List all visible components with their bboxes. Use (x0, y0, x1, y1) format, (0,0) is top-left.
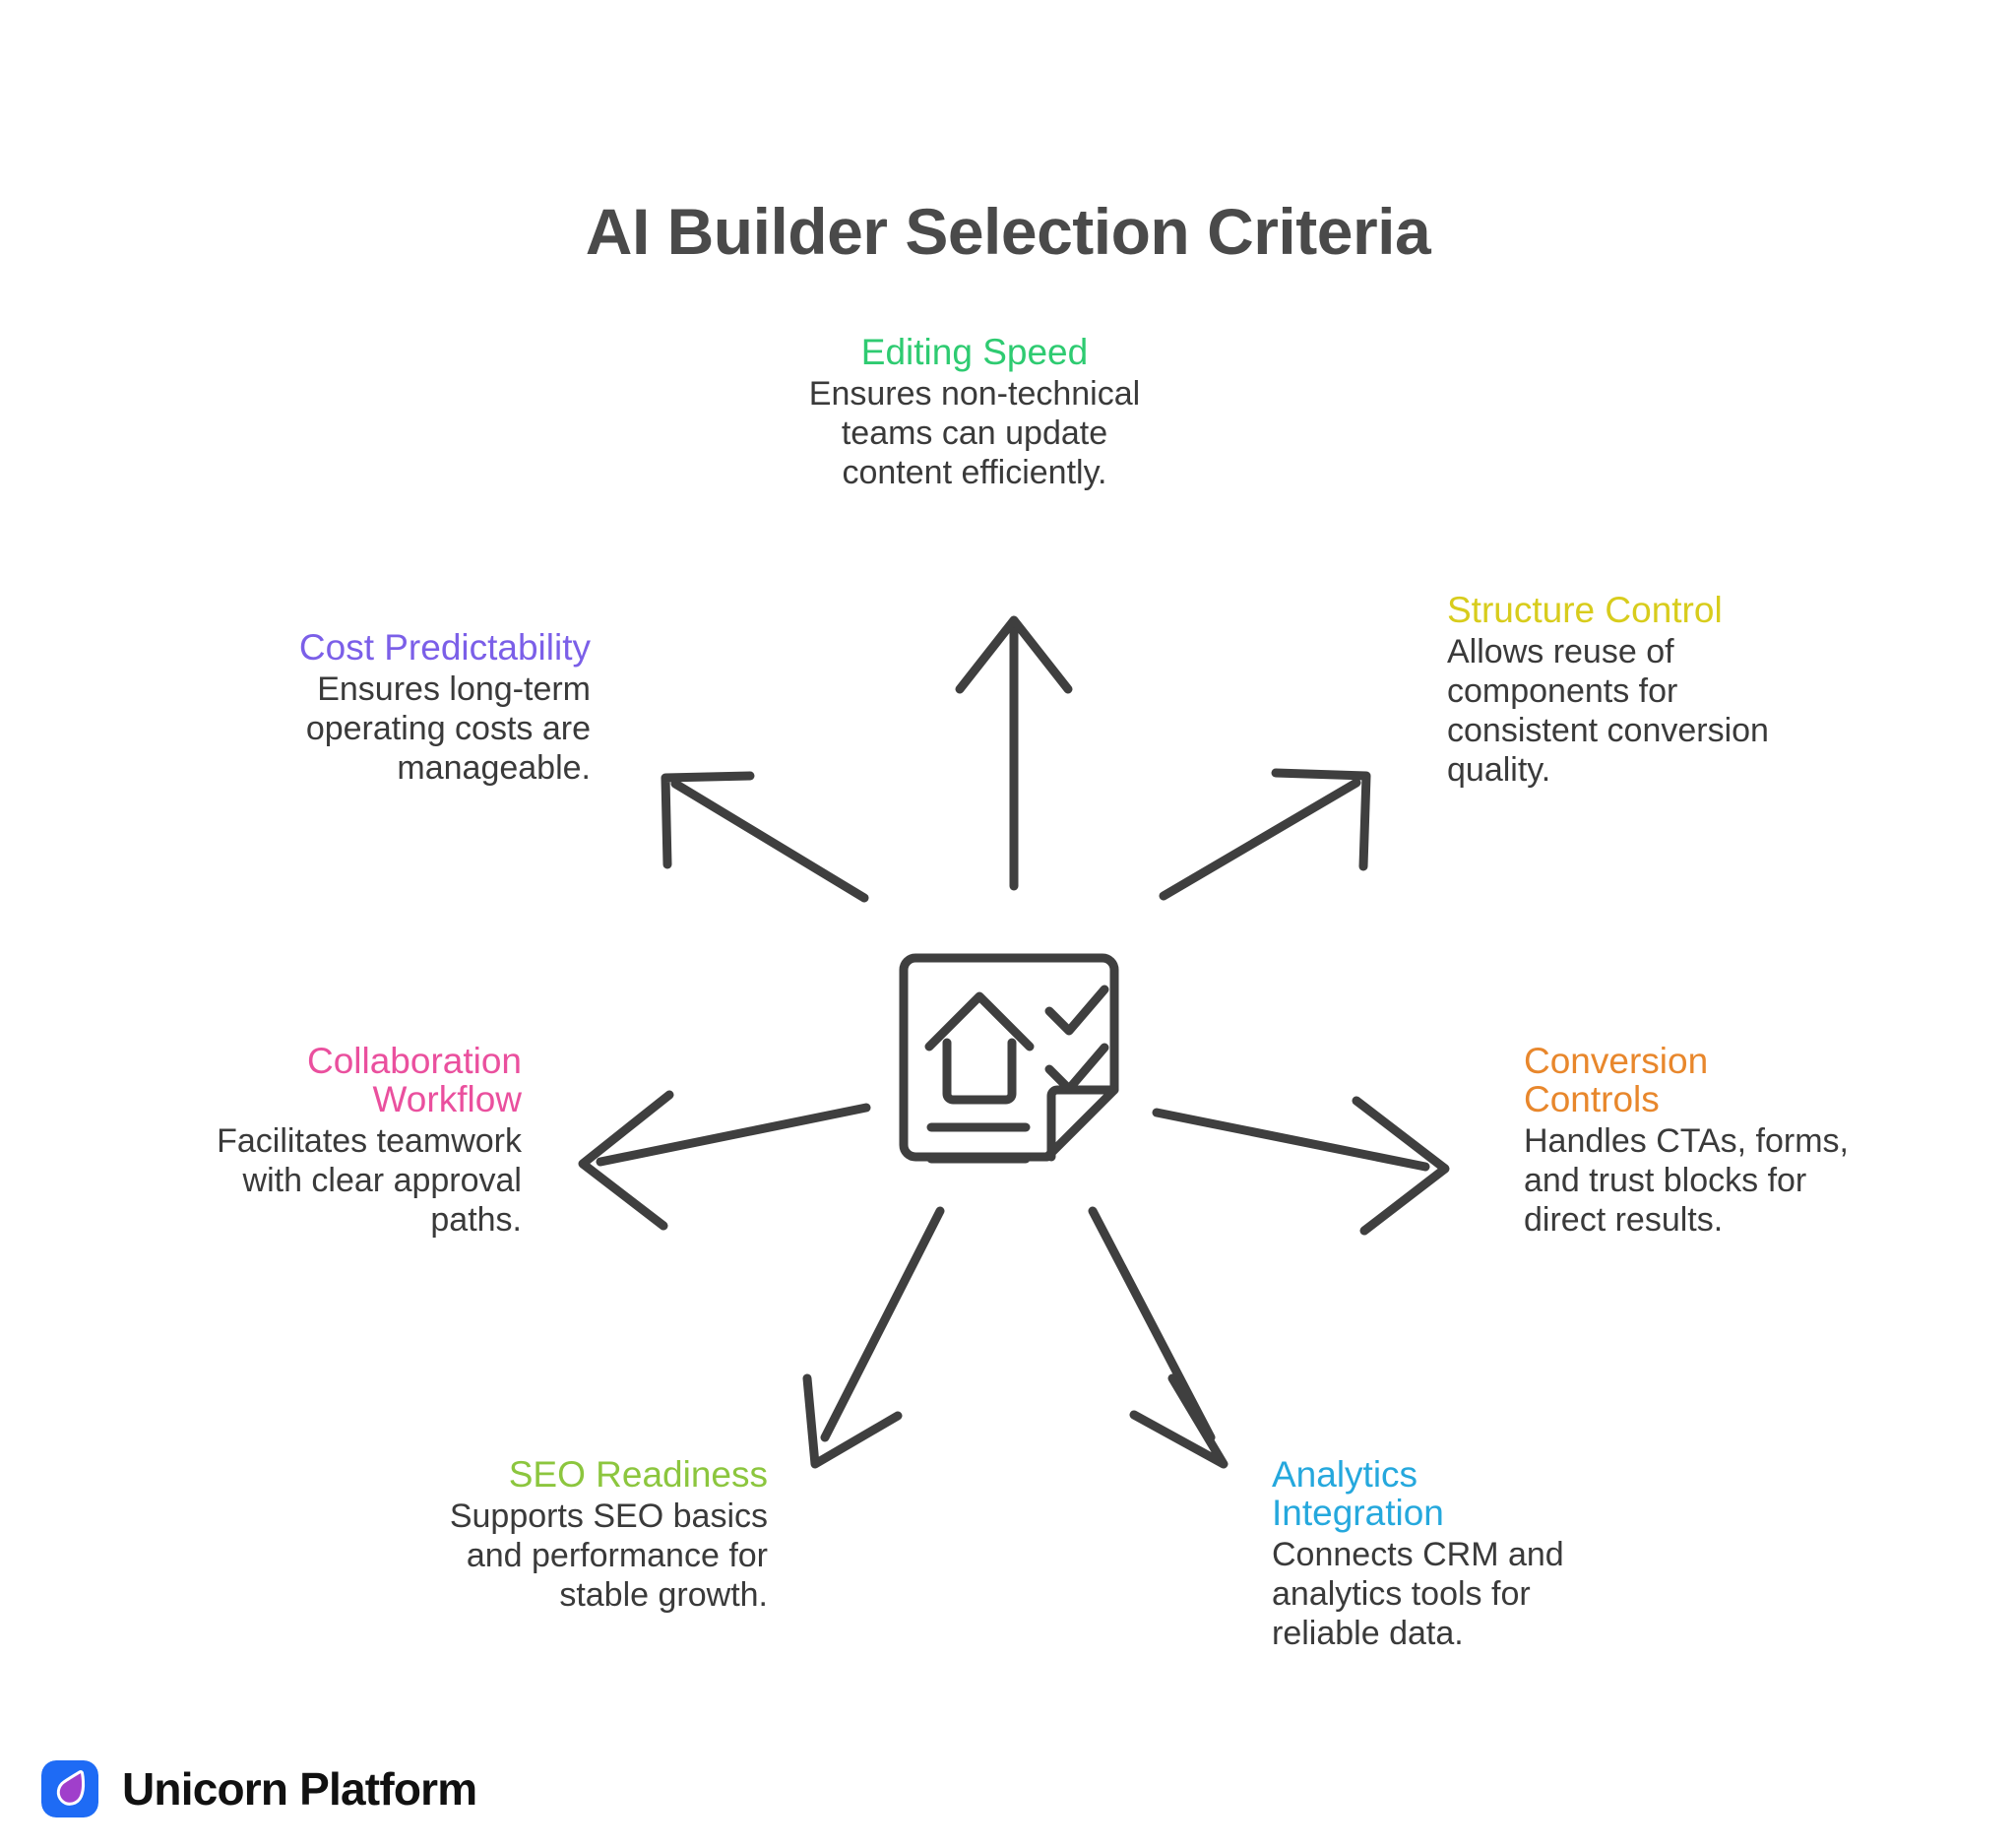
node-editing-speed: Editing Speed Ensures non-technical team… (758, 333, 1191, 493)
node-collaboration-workflow: Collaboration Workflow Facilitates teamw… (138, 1042, 522, 1241)
node-cost-predictability-title: Cost Predictability (298, 627, 591, 668)
arrow-right-conversion-controls (1152, 1096, 1450, 1236)
node-analytics-integration-title: Analytics Integration (1272, 1454, 1444, 1534)
node-seo-readiness-description: Supports SEO basics and performance for … (449, 1498, 768, 1614)
node-conversion-controls-description: Handles CTAs, forms, and trust blocks fo… (1524, 1122, 1850, 1239)
node-editing-speed-description: Ensures non-technical teams can update c… (808, 375, 1141, 491)
node-cost-predictability-description: Ensures long-term operating costs are ma… (305, 670, 591, 787)
node-structure-control-title: Structure Control (1447, 590, 1723, 630)
brand-footer: Unicorn Platform (41, 1760, 477, 1817)
arrow-up-editing-speed (955, 615, 1073, 891)
node-seo-readiness: SEO Readiness Supports SEO basics and pe… (374, 1455, 768, 1616)
arrow-down-left-seo-readiness (802, 1206, 945, 1469)
document-house-checklist-icon (899, 953, 1119, 1164)
node-analytics-integration: Analytics Integration Connects CRM and a… (1272, 1455, 1626, 1654)
logo-droplet-fill (59, 1773, 83, 1803)
node-conversion-controls: Conversion Controls Handles CTAs, forms,… (1524, 1042, 1918, 1241)
unicorn-platform-logo-icon (41, 1760, 98, 1817)
arrow-down-right-analytics-integration (1088, 1206, 1228, 1469)
arrow-up-right-structure-control (1159, 768, 1371, 901)
node-cost-predictability: Cost Predictability Ensures long-term op… (236, 628, 591, 789)
node-seo-readiness-title: SEO Readiness (508, 1454, 768, 1495)
node-conversion-controls-title: Conversion Controls (1524, 1041, 1709, 1120)
node-structure-control: Structure Control Allows reuse of compon… (1447, 591, 1841, 790)
node-collaboration-workflow-title: Collaboration Workflow (306, 1041, 522, 1120)
node-collaboration-workflow-description: Facilitates teamwork with clear approval… (217, 1122, 522, 1239)
brand-name: Unicorn Platform (122, 1763, 477, 1815)
node-editing-speed-title: Editing Speed (860, 332, 1089, 372)
arrow-up-left-cost-predictability (661, 771, 869, 903)
node-analytics-integration-description: Connects CRM and analytics tools for rel… (1272, 1536, 1564, 1652)
node-structure-control-description: Allows reuse of components for consisten… (1447, 633, 1769, 789)
arrow-left-collaboration-workflow (578, 1090, 871, 1231)
page-title: AI Builder Selection Criteria (585, 195, 1431, 269)
